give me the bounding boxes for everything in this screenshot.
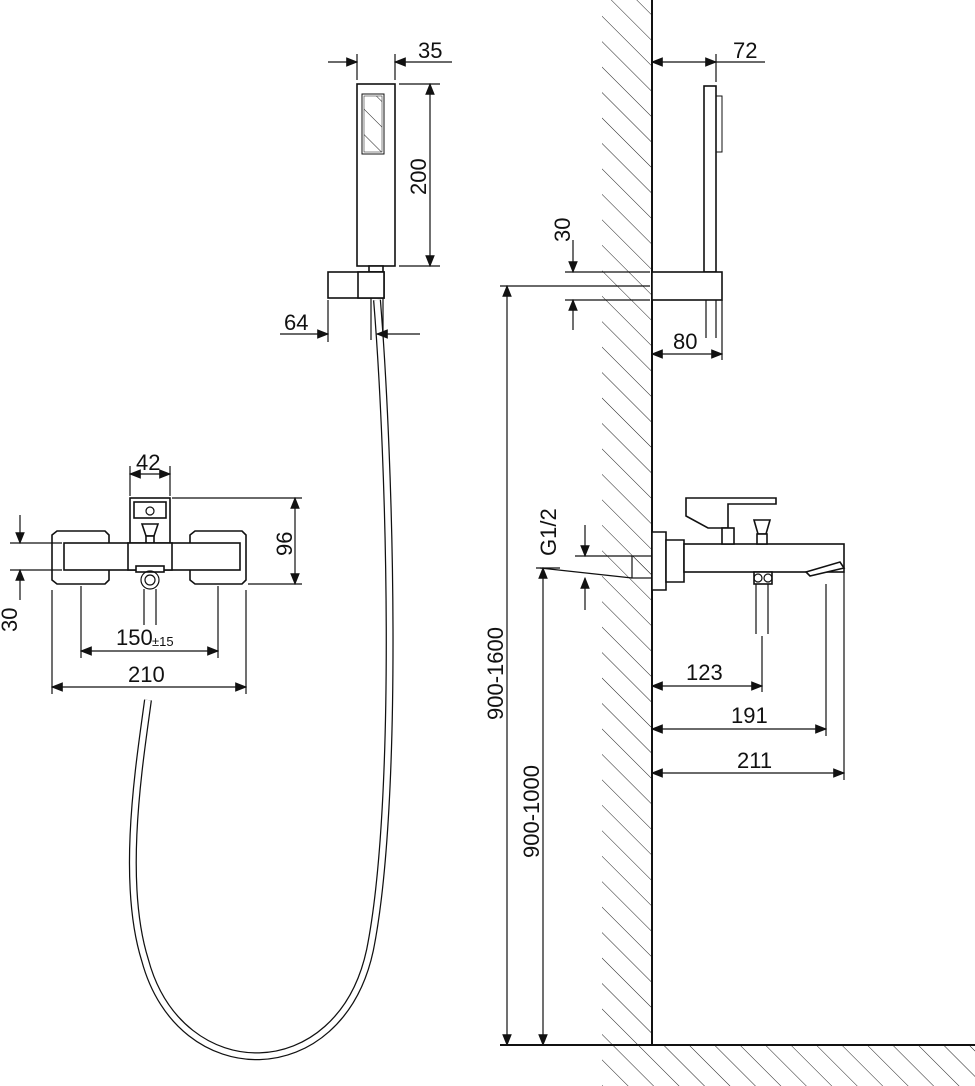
- dim-200-label: 200: [406, 158, 431, 195]
- dim-72-label: 72: [733, 38, 757, 63]
- floor: [500, 1044, 975, 1086]
- dim-72: 72: [650, 38, 765, 82]
- dim-900-1000-label: 900-1000: [519, 765, 544, 858]
- dim-42-label: 42: [136, 450, 160, 475]
- dim-64: 64: [280, 300, 420, 342]
- hose: [128, 299, 394, 1061]
- wall: [602, 0, 653, 1045]
- mixer-side: [631, 497, 846, 634]
- dim-150-label: 150: [116, 625, 153, 650]
- dim-30-front: 30: [0, 515, 62, 632]
- dim-191: 191: [650, 584, 828, 736]
- dim-150: 150 ±15: [79, 586, 220, 658]
- dim-96-label: 96: [272, 532, 297, 556]
- dim-30-holder-label: 30: [550, 218, 575, 242]
- dim-g12: G1/2: [536, 508, 633, 610]
- dim-30-holder: 30: [550, 218, 650, 330]
- dim-150-tolerance: ±15: [152, 634, 174, 649]
- dim-123-label: 123: [686, 660, 723, 685]
- dim-900-1600-label: 900-1600: [483, 627, 508, 720]
- dim-210: 210: [50, 590, 248, 694]
- dim-80: 80: [650, 300, 724, 360]
- dim-96: 96: [172, 496, 302, 586]
- handshower-side: [651, 85, 723, 338]
- dim-900-1600: 900-1600: [483, 284, 650, 1047]
- dim-g12-label: G1/2: [536, 508, 561, 556]
- dim-30-front-label: 30: [0, 608, 22, 632]
- spray-nozzles: [363, 95, 383, 153]
- dim-211: 211: [650, 572, 846, 780]
- dim-35-label: 35: [418, 38, 442, 63]
- dim-80-label: 80: [673, 329, 697, 354]
- dim-42: 42: [128, 450, 172, 496]
- mixer-front: [51, 497, 247, 625]
- dim-123: 123: [650, 636, 764, 692]
- dim-200: 200: [399, 82, 440, 268]
- dim-35: 35: [328, 38, 452, 80]
- dim-210-label: 210: [128, 662, 165, 687]
- dim-900-1000: 900-1000: [519, 566, 560, 1047]
- dim-211-label: 211: [737, 748, 772, 773]
- dim-191-label: 191: [731, 703, 768, 728]
- dim-64-label: 64: [284, 310, 308, 335]
- handshower-front: [327, 83, 396, 340]
